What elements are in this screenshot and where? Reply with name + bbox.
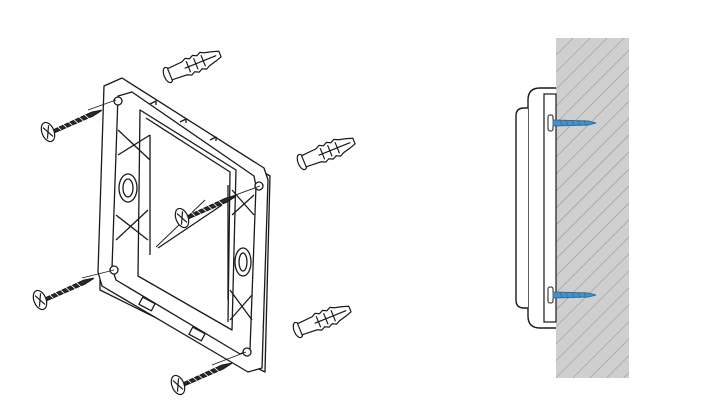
plate-slot-right: [234, 247, 252, 277]
screw-bottom: [170, 362, 233, 396]
exploded-view: [32, 50, 356, 396]
screw-top-left: [40, 109, 103, 143]
wall-anchor-top: [162, 50, 222, 84]
screw-bottom-left: [32, 277, 95, 311]
installed-screw-lower: [547, 286, 597, 304]
screw-center: [174, 195, 237, 229]
guide-lines: [81, 99, 261, 366]
plate-slot-left: [118, 173, 138, 203]
wall-anchor-bottom: [292, 305, 352, 339]
wall-section: [556, 38, 629, 378]
wall-anchor-middle: [296, 137, 356, 171]
device-front-cover: [515, 107, 528, 309]
side-section-view: [515, 38, 629, 378]
installed-screw-upper: [547, 114, 597, 132]
plate-corner-holes: [109, 96, 264, 357]
mounting-plate-side: [543, 93, 557, 323]
